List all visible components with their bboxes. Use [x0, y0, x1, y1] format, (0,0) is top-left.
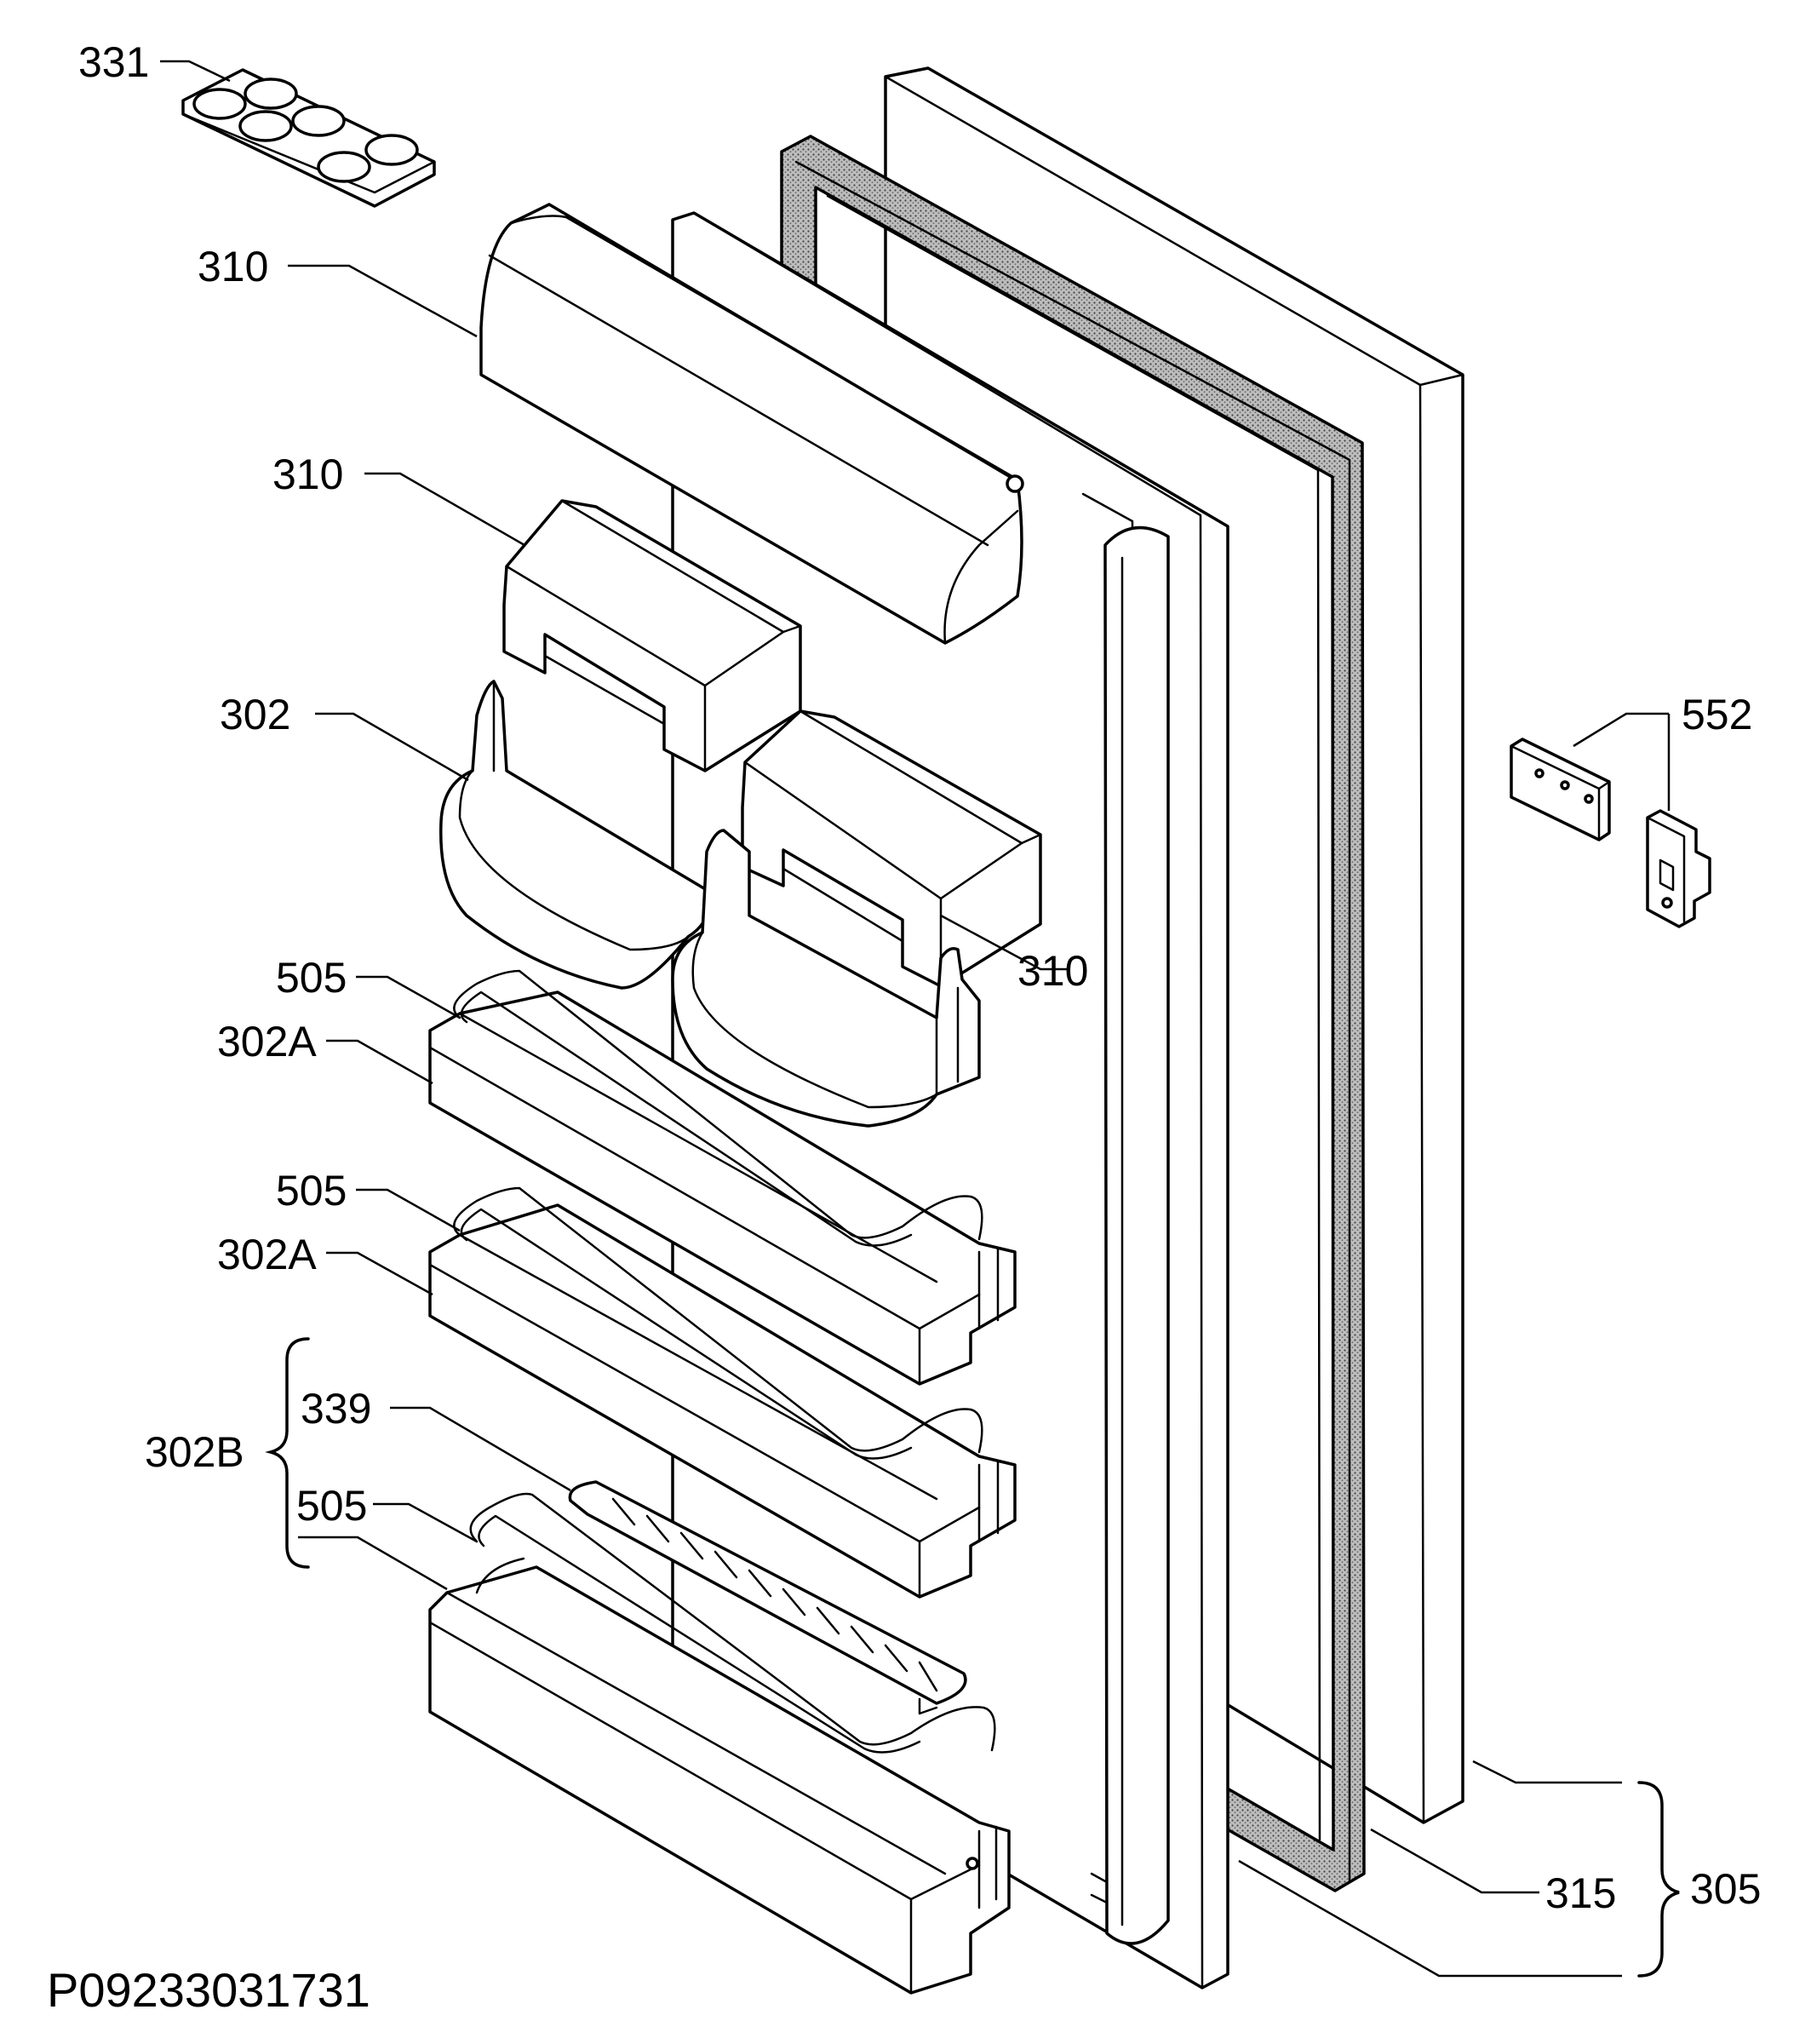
brace-302b [265, 1337, 310, 1569]
label-bottle-rail-2: 505 [276, 1167, 347, 1214]
leader-lines [160, 60, 1671, 1978]
label-hinge-bracket: 552 [1682, 691, 1752, 738]
door-shelf-upper [428, 990, 1017, 1386]
label-door-shelf-2: 302A [217, 1231, 317, 1278]
bottle-rail-upper [453, 969, 983, 1247]
bottle-rail-middle [453, 1186, 983, 1460]
bottle-holder [568, 1480, 967, 1715]
label-egg-tray: 331 [78, 38, 149, 86]
small-shelf-left [439, 680, 711, 990]
egg-tray [181, 68, 436, 208]
label-bottle-holder: 339 [301, 1385, 371, 1433]
label-door-assembly: 305 [1690, 1865, 1761, 1913]
door-shelf-bottom [428, 1557, 1011, 1995]
brace-305 [1637, 1781, 1680, 1978]
label-cover-left: 310 [272, 451, 343, 498]
door-shelf-middle [428, 1203, 1017, 1599]
label-door-gasket: 315 [1545, 1869, 1616, 1917]
label-bottom-shelf-group: 302B [145, 1428, 244, 1476]
label-door-shelf-1: 302A [217, 1018, 317, 1065]
label-cover-right: 310 [1017, 947, 1088, 995]
part-labels: 331 310 310 302 310 505 302A 505 302A 30… [78, 38, 1761, 1917]
drawing-code: P09233031731 [47, 1963, 370, 2017]
label-cover-top: 310 [198, 243, 268, 290]
hinge-bracket-pair [1510, 738, 1711, 928]
small-shelf-right [671, 829, 981, 1128]
left-cover [502, 499, 802, 772]
bottle-rail-lower [469, 1492, 996, 1754]
top-cover [479, 203, 1024, 645]
label-bottle-rail-3: 505 [296, 1482, 367, 1530]
label-small-shelf: 302 [220, 691, 290, 738]
label-bottle-rail-1: 505 [276, 954, 347, 1002]
